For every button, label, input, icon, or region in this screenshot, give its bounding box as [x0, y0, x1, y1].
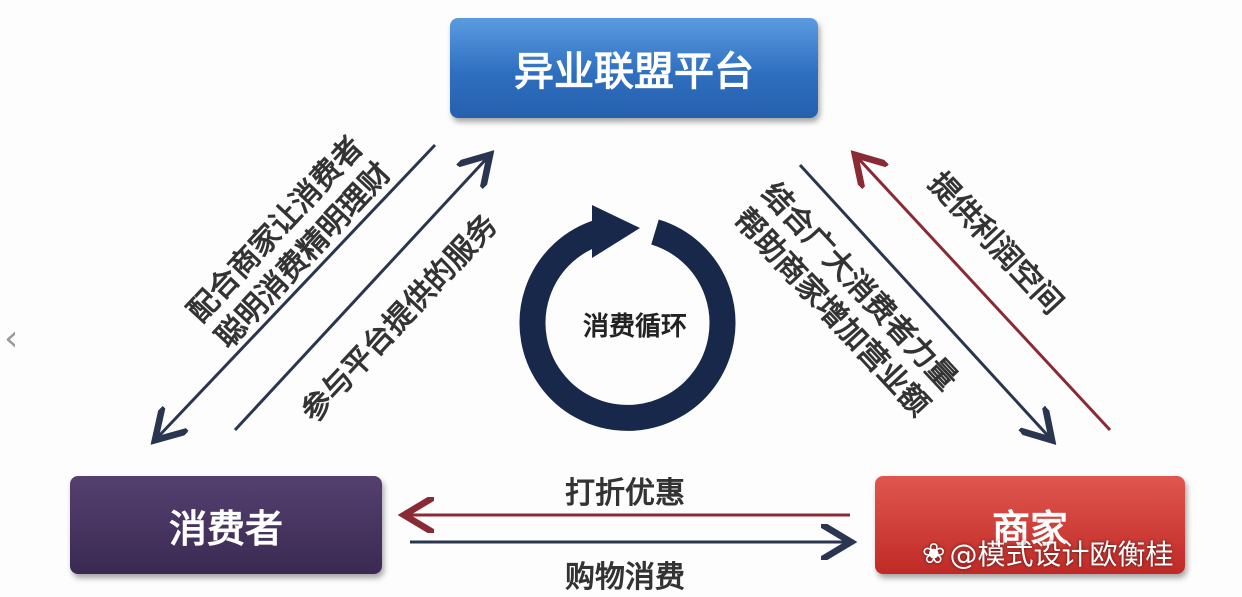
- cycle-ring: [519, 219, 736, 431]
- arrow-merchant-to-platform: [857, 157, 1112, 432]
- label-merchant-to-consumer: 打折优惠: [565, 476, 685, 511]
- platform-node: 异业联盟平台: [450, 18, 818, 118]
- arrow-consumer-to-platform: [233, 157, 488, 432]
- watermark-text: @模式设计欧衡桂: [949, 538, 1174, 571]
- label-consumer-to-merchant: 购物消费: [565, 560, 685, 595]
- cycle-arrowhead-icon: [592, 205, 640, 258]
- watermark-logo-icon: ❀: [922, 536, 946, 570]
- chevron-left-icon[interactable]: ‹: [4, 318, 19, 359]
- cycle-label: 消费循环: [582, 312, 687, 342]
- consumer-node: 消费者: [70, 476, 382, 574]
- merchant-node: 商家: [875, 476, 1185, 574]
- watermark: ❀@模式设计欧衡桂: [922, 533, 1173, 573]
- arrow-platform-to-consumer: [157, 143, 437, 438]
- arrow-platform-to-merchant: [798, 163, 1050, 438]
